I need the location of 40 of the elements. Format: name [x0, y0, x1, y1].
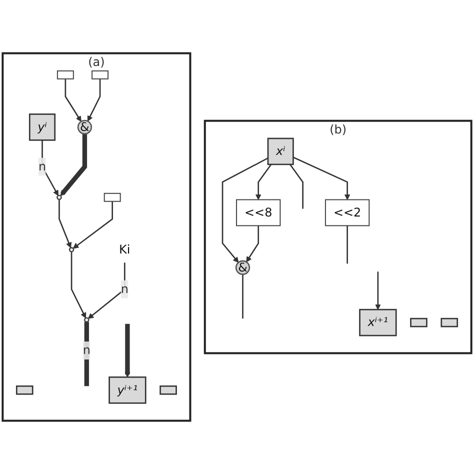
arrow: [72, 201, 113, 249]
node-box: <<2: [324, 199, 370, 226]
arrow: [88, 262, 126, 319]
arrow: [60, 134, 88, 196]
node-box: xⁱ⁺¹: [359, 308, 397, 336]
arrow: [70, 252, 86, 318]
node-box: [16, 385, 34, 395]
arrow: [292, 156, 350, 200]
arrow: [64, 78, 82, 122]
edge-label: n: [38, 160, 46, 174]
arrow: [58, 199, 72, 248]
node-circle: &: [235, 260, 250, 275]
connector: [84, 322, 89, 386]
arrow: [246, 226, 260, 262]
arrow: [255, 164, 272, 200]
arrow: [124, 324, 130, 378]
node-box: xⁱ: [267, 138, 294, 166]
arrow: [87, 78, 101, 122]
node-circle: [68, 246, 74, 252]
connector: [242, 274, 244, 319]
arrow: [222, 158, 268, 263]
node-box: [410, 318, 428, 328]
connector: [346, 226, 348, 264]
node-circle: [56, 194, 62, 200]
node-box: [92, 70, 109, 80]
edge-label: n: [82, 344, 90, 358]
node-box: [104, 192, 121, 202]
edge-label: n: [120, 282, 128, 296]
node-box: [440, 318, 458, 328]
arrow: [375, 272, 381, 310]
node-text: Ki: [119, 242, 130, 257]
node-box: <<8: [236, 199, 281, 226]
connector: [289, 164, 304, 209]
node-box: yⁱ: [28, 114, 56, 141]
node-box: yⁱ⁺¹: [108, 376, 146, 404]
node-circle: &: [77, 120, 92, 134]
node-box: [56, 70, 74, 80]
arrow: [42, 140, 59, 196]
node-box: [160, 385, 177, 395]
node-circle: [84, 317, 90, 323]
